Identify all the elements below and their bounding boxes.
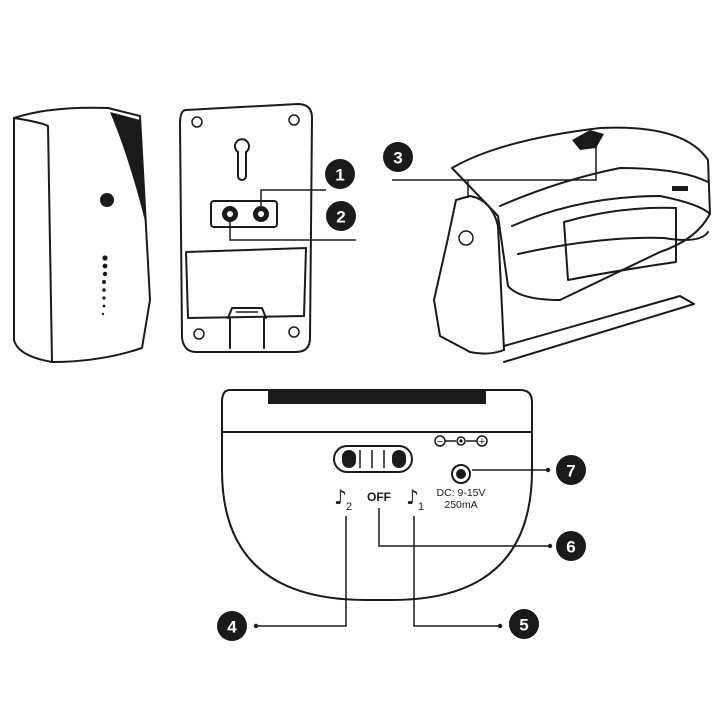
- callout-4: 4: [217, 611, 247, 641]
- motion-sensor-view: [433, 126, 711, 363]
- melody-2-symbol: ♪: [334, 485, 347, 509]
- receiver-front-view: [13, 106, 151, 363]
- dc-power-jack: [451, 464, 471, 484]
- callout-5: 5: [509, 609, 539, 639]
- keyhole-mount: [234, 138, 250, 181]
- polarity-symbol: − +: [434, 435, 488, 448]
- receiver-bottom-panel: − + ♪ 2 OFF ♪ 1 DC: 9-15V 250mA: [221, 389, 533, 601]
- power-spec-current: 250mA: [444, 499, 477, 511]
- battery-compartment: [185, 247, 307, 319]
- receiver-indicator-light: [100, 193, 114, 207]
- callout-5-number: 5: [519, 616, 528, 635]
- callout-6: 6: [556, 531, 586, 561]
- callout-6-number: 6: [566, 538, 575, 557]
- sensor-indicator-light: [458, 230, 474, 246]
- melody-1-subscript: 1: [418, 501, 424, 513]
- callout-3-number: 3: [393, 149, 402, 168]
- callout-3: 3: [383, 142, 413, 172]
- receiver-back-view: [179, 103, 313, 353]
- callout-1: 1: [325, 159, 355, 189]
- callout-2-number: 2: [336, 208, 345, 227]
- melody-2-subscript: 2: [346, 501, 352, 513]
- switch-off-label: OFF: [367, 490, 391, 504]
- leader-lines: [229, 137, 599, 629]
- callout-7-number: 7: [566, 462, 575, 481]
- polarity-minus: −: [437, 436, 443, 448]
- pir-lens: [563, 206, 677, 281]
- callout-4-number: 4: [227, 618, 237, 637]
- power-spec-voltage: DC: 9-15V: [436, 487, 485, 499]
- callout-7: 7: [556, 455, 586, 485]
- melody-switch[interactable]: [333, 445, 413, 473]
- melody-1-symbol: ♪: [406, 485, 419, 509]
- callout-1-number: 1: [335, 166, 344, 185]
- receiver-speaker-holes: [101, 255, 108, 316]
- callout-2: 2: [326, 201, 356, 231]
- polarity-plus: +: [479, 436, 485, 448]
